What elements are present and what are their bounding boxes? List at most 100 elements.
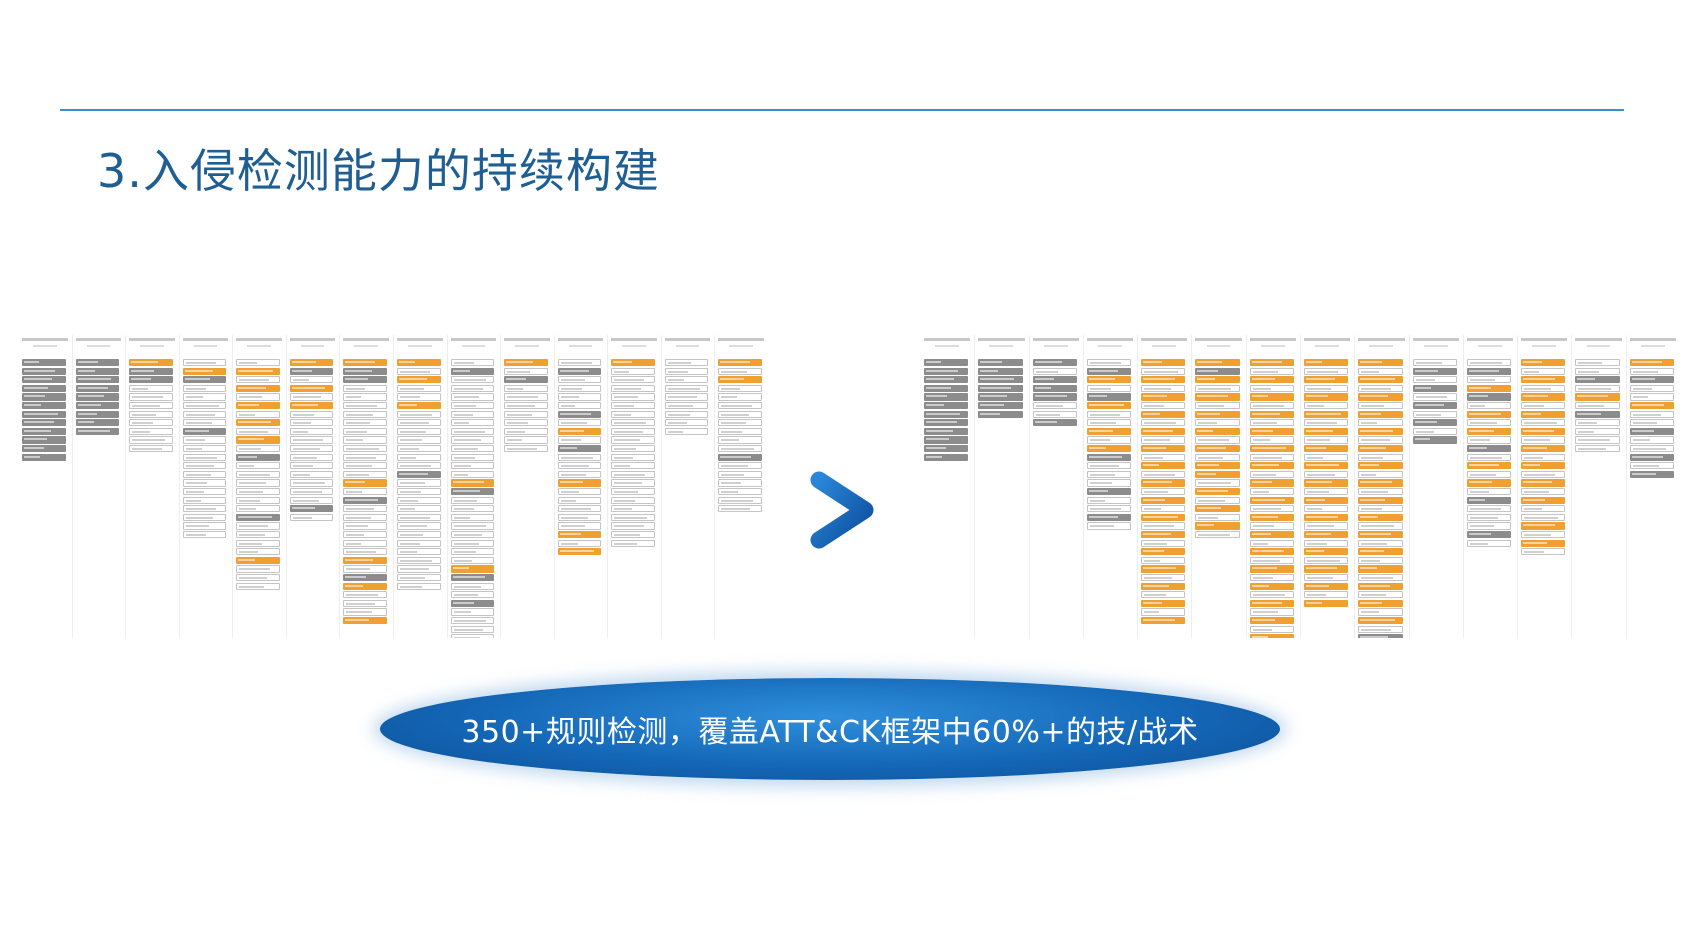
technique-cell	[1249, 522, 1294, 530]
technique-label	[292, 473, 310, 476]
technique-cell	[182, 445, 227, 453]
technique-cell	[1195, 427, 1240, 436]
technique-cell	[1358, 617, 1403, 625]
technique-label	[1469, 439, 1491, 442]
matrix-column-subheader	[622, 345, 646, 347]
technique-label	[1307, 594, 1327, 597]
technique-cell	[397, 367, 441, 375]
technique-label	[1360, 447, 1387, 449]
technique-cell	[1086, 402, 1132, 410]
technique-cell	[1358, 359, 1403, 367]
technique-label	[400, 559, 432, 562]
technique-label	[559, 481, 583, 484]
technique-cell	[236, 488, 280, 496]
technique-label	[132, 413, 157, 416]
matrix-column-subheader	[1206, 345, 1231, 347]
technique-cell	[1358, 582, 1403, 590]
technique-cell	[664, 384, 709, 393]
technique-cell	[1466, 445, 1512, 453]
technique-label	[184, 369, 214, 372]
technique-cell	[1358, 599, 1403, 608]
technique-cell	[557, 453, 602, 461]
technique-label	[1143, 619, 1176, 621]
technique-cell	[182, 359, 227, 367]
matrix-column-header	[1575, 338, 1622, 341]
technique-cell	[1141, 496, 1186, 504]
technique-cell	[236, 427, 280, 436]
technique-label	[926, 378, 955, 381]
technique-cell	[1575, 367, 1620, 375]
technique-cell	[1358, 505, 1403, 513]
technique-label	[614, 387, 641, 390]
technique-cell	[236, 582, 280, 590]
technique-label	[614, 413, 631, 416]
technique-cell	[1412, 410, 1457, 418]
technique-cell	[289, 419, 334, 427]
technique-label	[345, 584, 363, 587]
technique-label	[1143, 584, 1170, 587]
technique-cell	[289, 488, 334, 496]
technique-label	[1306, 412, 1341, 415]
technique-label	[1144, 387, 1171, 390]
technique-cell	[611, 436, 655, 444]
technique-cell	[924, 436, 969, 444]
technique-label	[1469, 405, 1485, 407]
technique-cell	[236, 436, 280, 444]
technique-cell	[718, 410, 762, 418]
technique-cell	[924, 445, 969, 453]
technique-label	[721, 387, 741, 390]
technique-cell	[450, 462, 495, 470]
technique-cell	[236, 384, 280, 393]
technique-label	[132, 448, 162, 450]
technique-label	[926, 361, 942, 363]
technique-label	[560, 525, 585, 528]
technique-label	[1197, 472, 1216, 475]
technique-label	[239, 396, 263, 399]
technique-cell	[1249, 384, 1294, 393]
technique-label	[559, 369, 589, 372]
technique-label	[239, 491, 263, 493]
technique-cell	[1304, 591, 1349, 599]
technique-cell	[397, 384, 441, 393]
technique-cell	[75, 410, 120, 418]
technique-label	[453, 465, 472, 468]
technique-cell	[1141, 453, 1186, 461]
technique-cell	[182, 436, 227, 444]
technique-cell	[1249, 591, 1294, 599]
technique-cell	[718, 479, 762, 487]
technique-label	[1252, 628, 1272, 631]
matrix-column-subheader	[1369, 345, 1394, 347]
technique-label	[400, 387, 424, 390]
technique-label	[185, 482, 208, 485]
technique-label	[1468, 412, 1501, 415]
technique-label	[1307, 577, 1333, 579]
technique-cell	[22, 410, 66, 418]
technique-label	[1414, 404, 1445, 406]
technique-label	[1523, 378, 1556, 381]
technique-label	[452, 481, 484, 484]
technique-label	[400, 413, 433, 416]
technique-label	[560, 499, 577, 502]
technique-label	[239, 525, 269, 528]
technique-cell	[557, 548, 602, 556]
technique-cell	[1466, 479, 1512, 487]
technique-cell	[1575, 402, 1620, 410]
technique-cell	[397, 470, 441, 479]
technique-cell	[1521, 539, 1566, 547]
technique-cell	[1195, 488, 1240, 496]
technique-cell	[1032, 384, 1077, 393]
technique-cell	[1249, 531, 1294, 539]
technique-label	[560, 508, 592, 511]
technique-cell	[129, 427, 173, 436]
technique-cell	[397, 462, 441, 470]
technique-cell	[1141, 556, 1186, 565]
technique-cell	[1304, 496, 1349, 504]
matrix-column	[1137, 335, 1193, 638]
technique-cell	[1521, 470, 1566, 479]
technique-cell	[1629, 470, 1674, 479]
technique-label	[453, 448, 479, 450]
technique-cell	[1304, 410, 1349, 418]
technique-cell	[718, 453, 762, 461]
top-divider-line	[60, 109, 1624, 111]
technique-label	[1197, 429, 1214, 432]
